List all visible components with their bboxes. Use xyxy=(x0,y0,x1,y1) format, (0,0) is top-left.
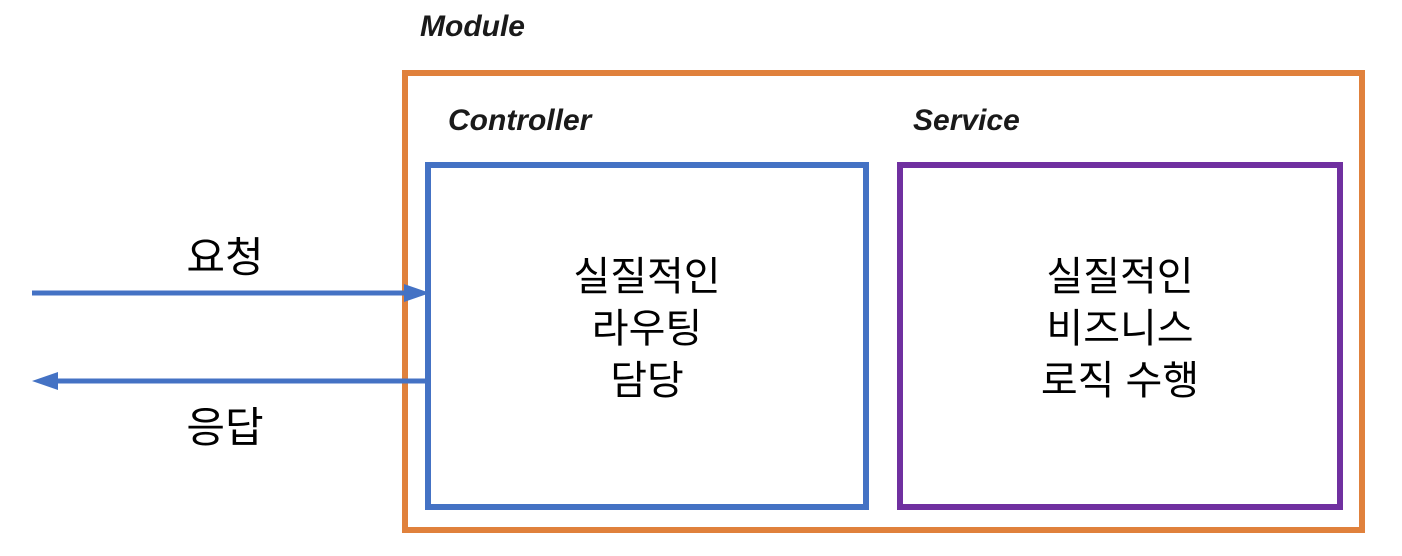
service-text-line: 비즈니스 xyxy=(1046,307,1194,351)
response-arrowhead-icon xyxy=(32,372,58,390)
controller-text-line: 담당 xyxy=(610,359,684,403)
controller-text-line: 라우팅 xyxy=(591,307,703,351)
service-text-line: 실질적인 xyxy=(1046,255,1194,299)
controller-box-text: 실질적인 라우팅 담당 xyxy=(573,251,720,407)
service-text-line: 로직 수행 xyxy=(1040,359,1200,403)
controller-text-line: 실질적인 xyxy=(573,255,721,299)
request-arrow-label: 요청 xyxy=(186,234,264,281)
module-label: Module xyxy=(420,10,525,43)
response-arrow xyxy=(32,372,427,390)
service-box-text: 실질적인 비즈니스 로직 수행 xyxy=(1041,251,1199,407)
service-label: Service xyxy=(913,104,1020,137)
response-arrow-label: 응답 xyxy=(186,404,264,451)
controller-box: 실질적인 라우팅 담당 xyxy=(425,162,869,510)
request-arrow xyxy=(32,284,430,302)
request-arrowhead-icon xyxy=(404,284,430,302)
controller-label: Controller xyxy=(448,104,592,137)
service-box: 실질적인 비즈니스 로직 수행 xyxy=(897,162,1343,510)
